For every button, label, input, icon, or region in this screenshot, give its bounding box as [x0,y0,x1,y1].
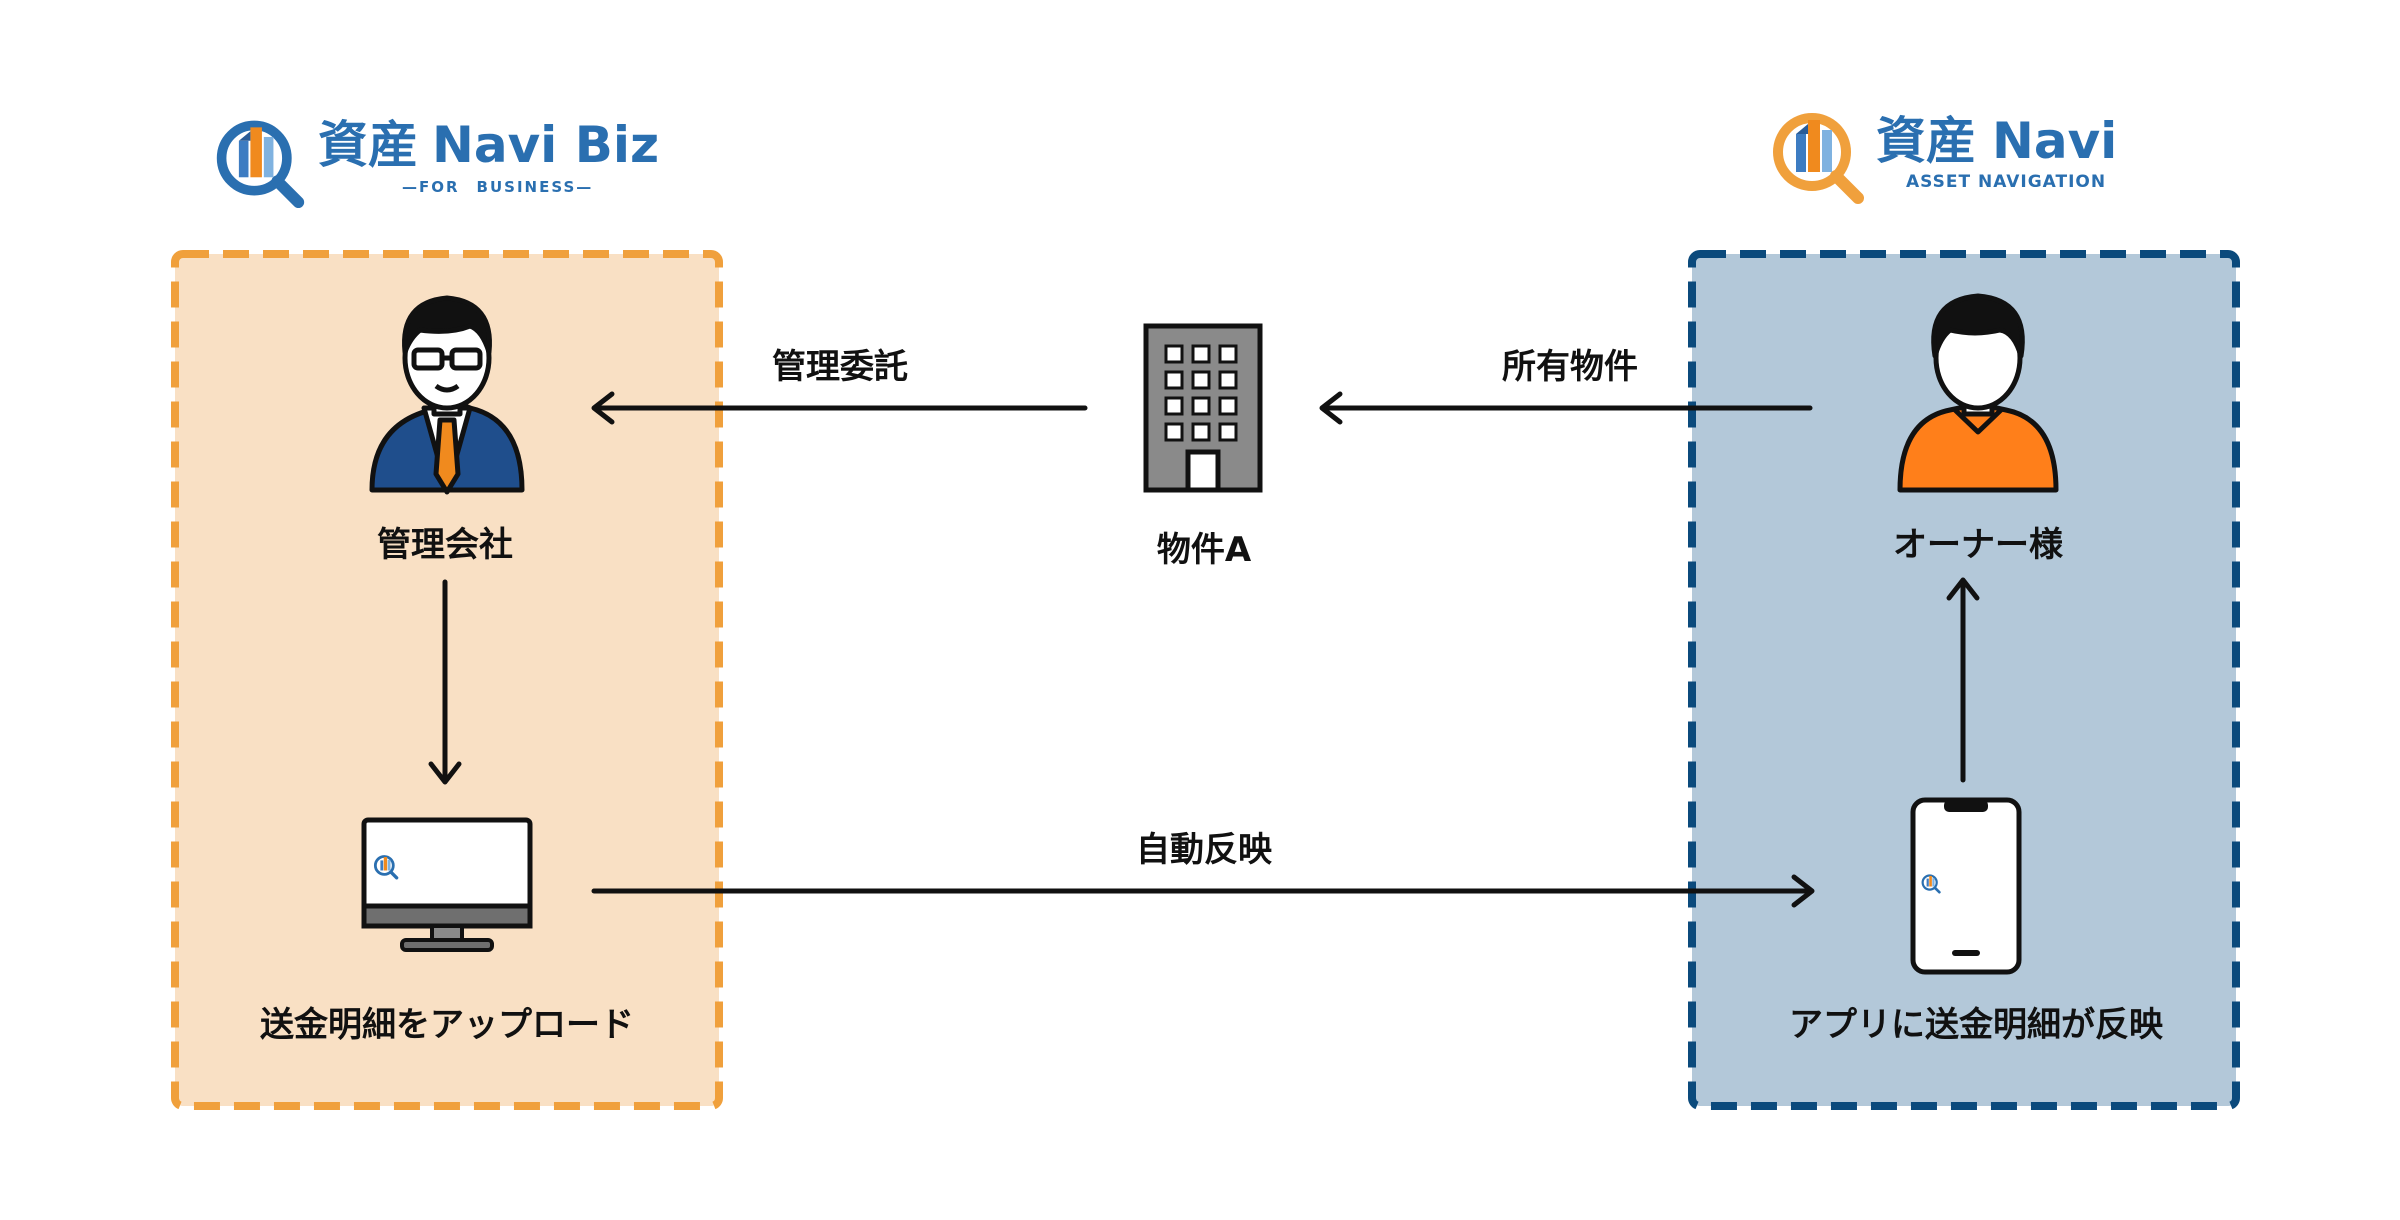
left-logo-icon [222,125,299,202]
arrow-owner-to-property [1319,391,1813,425]
right-logo-tagline: ASSET NAVIGATION [1906,172,2107,192]
owner-person-icon [1897,293,2059,493]
building-icon [1143,323,1263,493]
building-window [1191,344,1211,364]
businessman-icon [369,295,525,495]
right-logo-kanji: 資産 [1876,112,1976,170]
building-window [1218,370,1238,390]
app-reflect-label: アプリに送金明細が反映 [1789,1005,2163,1045]
arrow-monitor-to-phone [591,874,1815,908]
building-window [1218,344,1238,364]
building-window [1164,396,1184,416]
right-logo-name: Navi [1992,112,2118,170]
arrow-phone-to-owner [1946,577,1980,783]
building-window [1164,370,1184,390]
ownership-label: 所有物件 [1502,347,1638,387]
building-window [1218,422,1238,442]
building-window [1191,422,1211,442]
arrow-management-to-monitor [428,579,462,785]
management-consignment-label: 管理委託 [772,347,908,387]
building-window [1191,370,1211,390]
left-logo-kanji: 資産 [318,116,418,174]
building-window [1218,396,1238,416]
left-logo-tagline: —FOR BUSINESS— [402,178,594,196]
management-company-label: 管理会社 [377,525,513,565]
building-window [1164,344,1184,364]
property-label: 物件A [1156,530,1252,570]
owner-label: オーナー様 [1893,525,2063,565]
upload-label: 送金明細をアップロード [260,1005,634,1045]
building-window [1164,422,1184,442]
arrow-property-to-management [591,391,1088,425]
smartphone-icon [1910,797,2022,975]
building-window [1191,396,1211,416]
right-logo-icon [1778,118,1858,198]
auto-reflect-label: 自動反映 [1136,830,1272,870]
left-logo-name: Navi Biz [432,116,660,174]
monitor-icon [361,817,533,952]
